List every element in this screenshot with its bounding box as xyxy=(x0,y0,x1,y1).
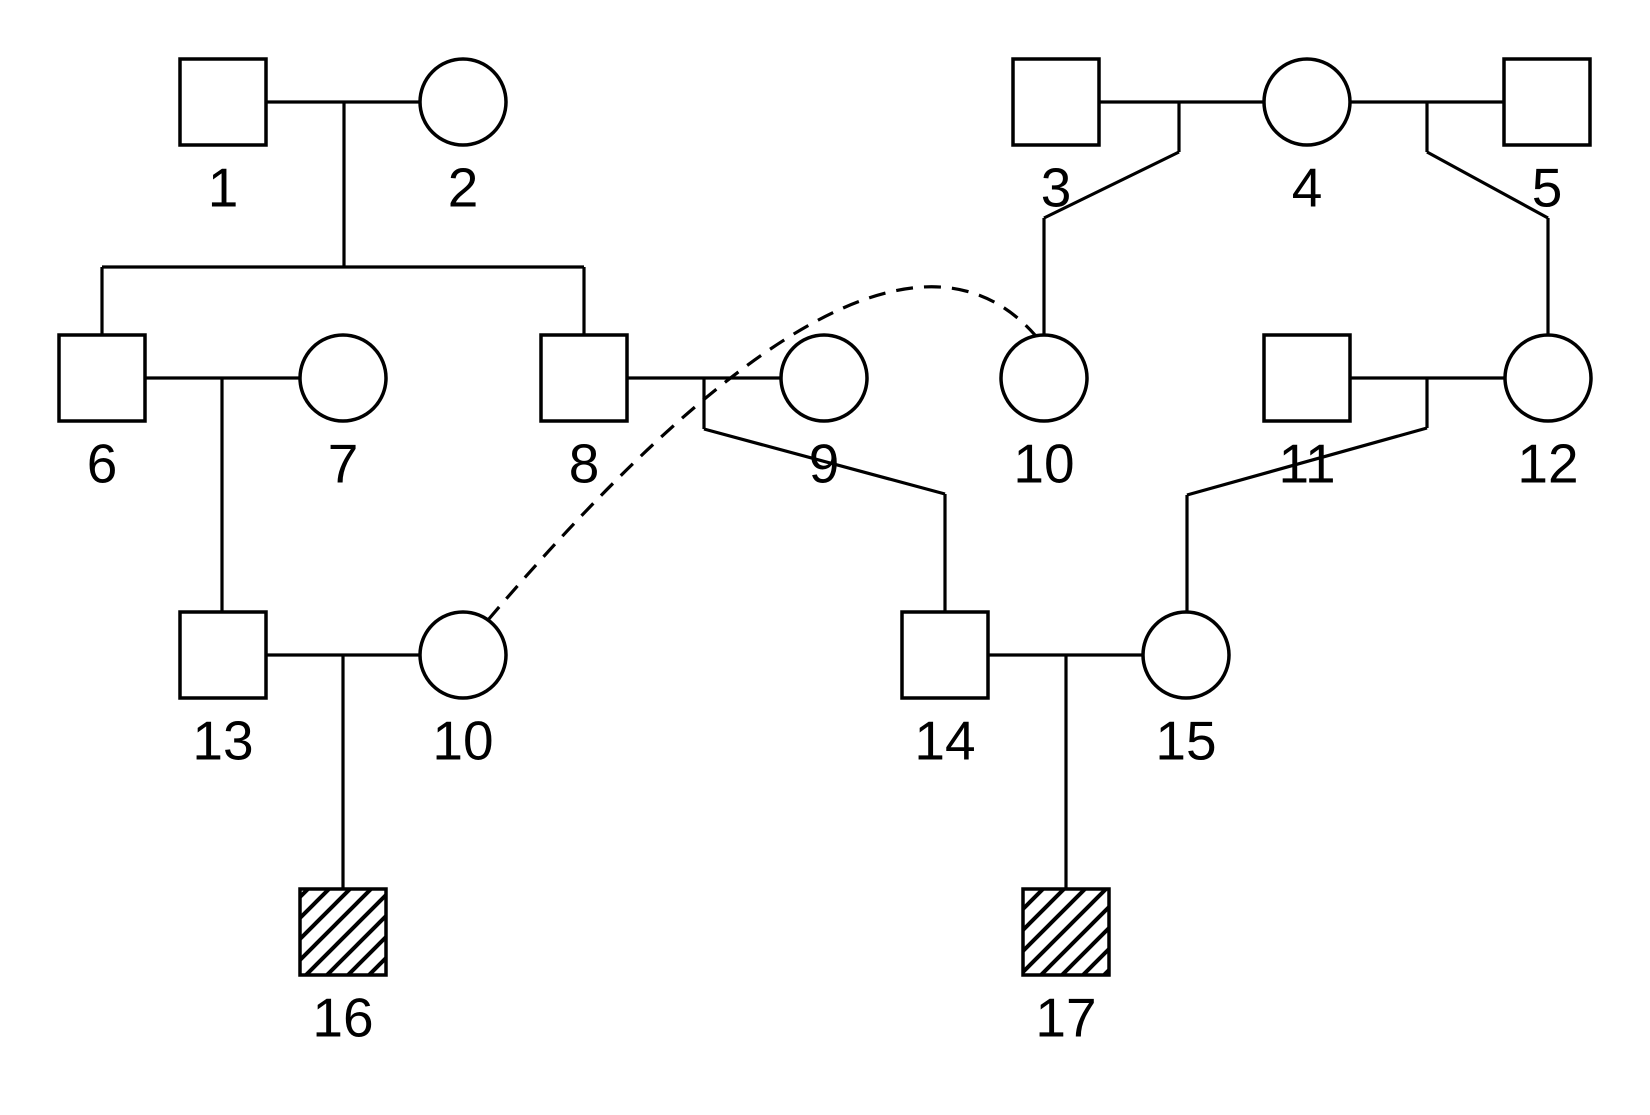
individual-label-11: 11 xyxy=(1278,433,1335,495)
female-symbol-10 xyxy=(999,333,1089,423)
individual-label-10: 10 xyxy=(432,710,493,772)
individual-label-3: 3 xyxy=(1041,157,1072,219)
male-symbol-8 xyxy=(539,333,629,423)
female-symbol-7 xyxy=(298,333,388,423)
female-symbol-9 xyxy=(779,333,869,423)
individual-label-4: 4 xyxy=(1292,157,1323,219)
individual-label-5: 5 xyxy=(1532,157,1563,219)
individual-label-8: 8 xyxy=(569,433,600,495)
individual-label-7: 7 xyxy=(328,433,359,495)
female-symbol-12 xyxy=(1503,333,1593,423)
male-symbol-16-affected xyxy=(298,887,388,977)
individual-label-1: 1 xyxy=(208,157,239,219)
male-symbol-17-affected xyxy=(1021,887,1111,977)
female-symbol-2 xyxy=(418,57,508,147)
male-symbol-14 xyxy=(900,610,990,700)
individual-label-14: 14 xyxy=(914,710,975,772)
female-symbol-10 xyxy=(418,610,508,700)
male-symbol-1 xyxy=(178,57,268,147)
individual-label-16: 16 xyxy=(312,987,373,1049)
male-symbol-6 xyxy=(57,333,147,423)
individual-label-10: 10 xyxy=(1013,433,1074,495)
descent-slant-8-9 xyxy=(703,427,946,496)
individual-label-2: 2 xyxy=(448,157,479,219)
descent-slant-3-4 xyxy=(1043,150,1180,220)
descent-slant-4-5 xyxy=(1426,150,1549,220)
individual-label-13: 13 xyxy=(192,710,253,772)
male-symbol-13 xyxy=(178,610,268,700)
female-symbol-4 xyxy=(1262,57,1352,147)
individual-label-9: 9 xyxy=(809,433,840,495)
descent-slant-11-12 xyxy=(1186,426,1428,497)
female-symbol-15 xyxy=(1141,610,1231,700)
male-symbol-11 xyxy=(1262,333,1352,423)
male-symbol-3 xyxy=(1011,57,1101,147)
individual-label-6: 6 xyxy=(87,433,118,495)
duplicate-link-10 xyxy=(486,285,1037,622)
individual-label-15: 15 xyxy=(1155,710,1216,772)
individual-label-12: 12 xyxy=(1517,433,1578,495)
male-symbol-5 xyxy=(1502,57,1592,147)
individual-label-17: 17 xyxy=(1035,987,1096,1049)
